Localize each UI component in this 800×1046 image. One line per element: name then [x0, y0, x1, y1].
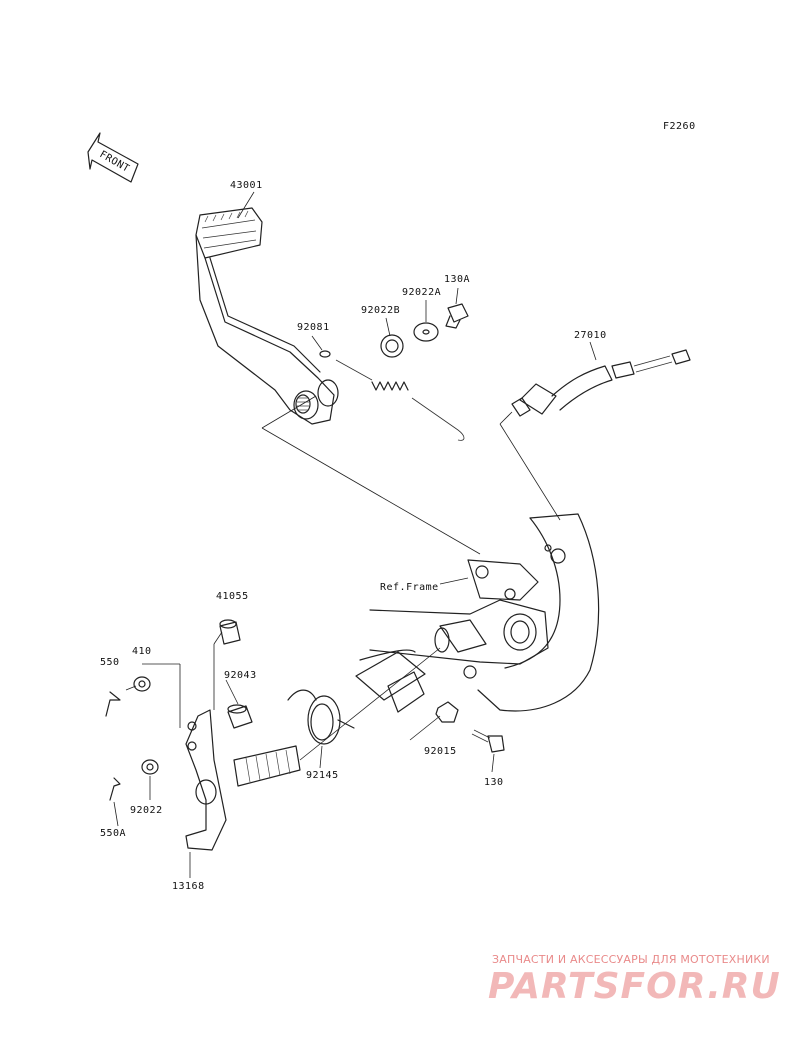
- frame-section: [355, 513, 600, 713]
- label-41055: 41055: [216, 591, 249, 602]
- label-550A: 550A: [100, 828, 126, 839]
- watermark-logo: PARTSFOR.RU: [488, 966, 781, 1007]
- pin-92043-icon: [227, 704, 253, 729]
- washer-92022A-icon: [413, 322, 439, 342]
- label-550: 550: [100, 657, 120, 668]
- pin-92081-icon: [319, 350, 331, 358]
- nut-92015-icon: [435, 701, 459, 723]
- washer-410-icon: [133, 676, 151, 692]
- bolt-130A-icon: [445, 303, 469, 329]
- leader-lines: [113, 191, 597, 878]
- front-arrow-label: FRONT: [98, 149, 132, 175]
- label-13168: 13168: [172, 881, 205, 892]
- label-92081: 92081: [297, 322, 330, 333]
- label-130: 130: [484, 777, 504, 788]
- front-arrow-icon: FRONT: [87, 132, 139, 183]
- label-ref-frame: Ref.Frame: [380, 582, 439, 593]
- brake-lever-13168: [185, 709, 301, 851]
- brake-pedal-43001: [195, 207, 339, 425]
- watermark-caption: ЗАПЧАСТИ И АКСЕССУАРЫ ДЛЯ МОТОТЕХНИКИ: [492, 953, 770, 966]
- label-92022B: 92022B: [361, 305, 400, 316]
- washer-92022B-icon: [380, 334, 404, 358]
- return-spring-icon: [335, 359, 465, 441]
- brake-switch-27010: [511, 349, 691, 417]
- label-92145: 92145: [306, 770, 339, 781]
- label-92022: 92022: [130, 805, 163, 816]
- label-92022A: 92022A: [402, 287, 441, 298]
- label-92015: 92015: [424, 746, 457, 757]
- bolt-130-icon: [471, 729, 505, 753]
- washer-92022-icon: [141, 759, 159, 775]
- label-27010: 27010: [574, 330, 607, 341]
- label-43001: 43001: [230, 180, 263, 191]
- diagram-code: F2260: [663, 121, 696, 132]
- pin-41055-icon: [219, 619, 241, 645]
- return-spring-92145-icon: [287, 689, 355, 745]
- label-130A: 130A: [444, 274, 470, 285]
- cotter-pin-550-icon: [105, 691, 121, 717]
- cotter-pin-550A-icon: [109, 777, 121, 801]
- label-410: 410: [132, 646, 152, 657]
- label-92043: 92043: [224, 670, 257, 681]
